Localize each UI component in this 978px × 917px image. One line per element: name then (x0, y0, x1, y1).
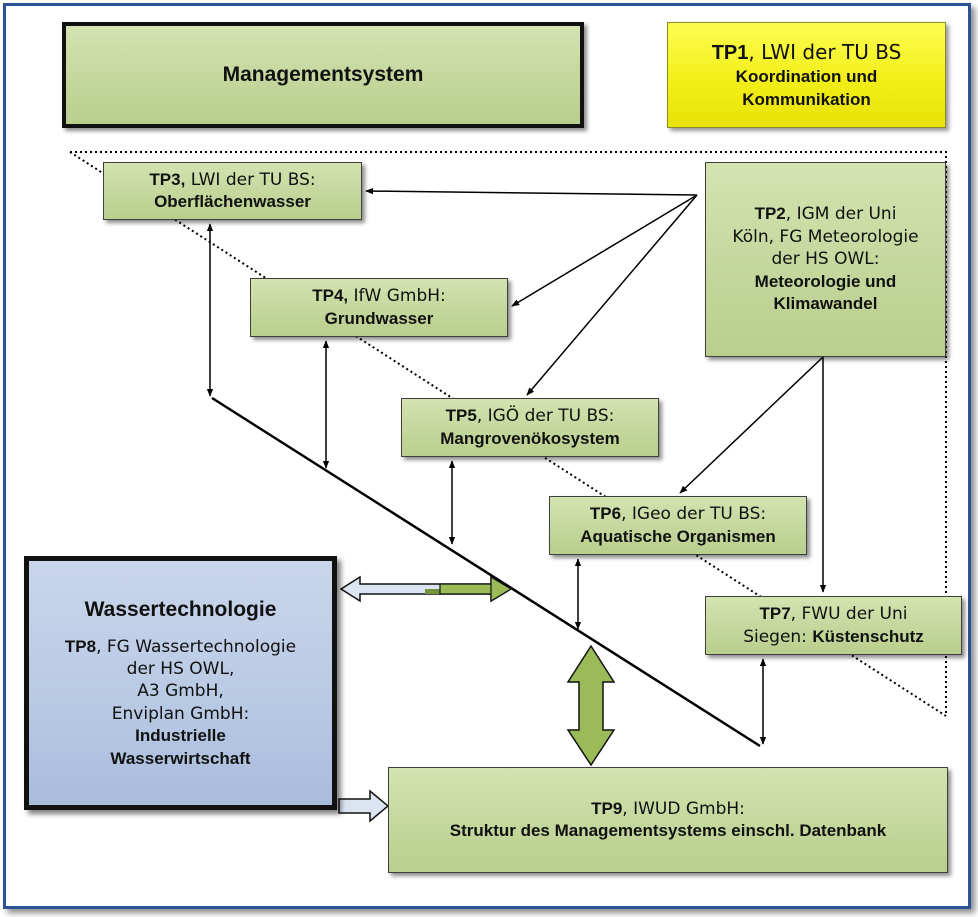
tp8-institution-line1: , FG Wassertechnologie (96, 636, 297, 657)
tp4-header: TP4, IfW GmbH: (312, 285, 446, 307)
tp8-header: TP8, FG Wassertechnologie (65, 636, 296, 658)
tp1-header: TP1, LWI der TU BS (712, 39, 902, 66)
tp8-institution-line2: der HS OWL, (126, 658, 235, 679)
arrow-tp2-to-tp5 (526, 194, 698, 396)
vertical-double-arrow-green (566, 644, 616, 767)
arrow-tp2-to-tp4 (511, 194, 698, 307)
tp7-line2: Siegen: Küstenschutz (743, 626, 924, 648)
tp2-institution-line1: , IGM der Uni (785, 204, 897, 225)
tp8-code: TP8 (64, 636, 97, 656)
tp1-topic-line1: Koordination und (735, 67, 878, 87)
tp7-topic: Küstenschutz (812, 626, 924, 646)
tp6-box: TP6, IGeo der TU BS: Aquatische Organism… (549, 496, 807, 555)
tp4-institution: IfW GmbH: (348, 286, 446, 307)
arrow-tp8-to-tp9 (338, 789, 390, 823)
tp8-box: Wassertechnologie TP8, FG Wassertechnolo… (24, 556, 337, 810)
tp9-topic: Struktur des Managementsystems einschl. … (449, 821, 887, 840)
tp9-header: TP9, IWUD GmbH: (591, 798, 745, 820)
tp1-code: TP1 (711, 41, 749, 64)
tp7-institution-line1: , FWU der Uni (790, 604, 908, 625)
tp2-institution-line2: Köln, FG Meteorologie (732, 226, 919, 247)
tp2-code: TP2 (754, 204, 786, 224)
tp6-code: TP6 (589, 504, 622, 524)
tp6-topic: Aquatische Organismen (580, 526, 776, 546)
tp2-topic-line1: Meteorologie und (754, 271, 897, 291)
tp5-institution: , IGÖ der TU BS: (476, 406, 615, 427)
tp8-title: Wassertechnologie (84, 597, 277, 621)
tp5-header: TP5, IGÖ der TU BS: (446, 405, 615, 427)
tp1-box: TP1, LWI der TU BS Koordination und Komm… (667, 22, 946, 128)
double-arrow-green-head (439, 575, 513, 603)
tp1-topic-line2: Kommunikation (742, 89, 871, 109)
tp6-institution: , IGeo der TU BS: (621, 504, 767, 525)
tp7-code: TP7 (759, 604, 791, 624)
tp9-institution: , IWUD GmbH: (622, 798, 745, 819)
tp8-topic-line2: Wasserwirtschaft (110, 748, 251, 768)
tp3-code: TP3, (149, 169, 186, 189)
arrow-tp2-to-tp3 (365, 187, 698, 196)
tp4-box: TP4, IfW GmbH: Grundwasser (250, 278, 508, 337)
tp2-topic-line2: Klimawandel (773, 294, 878, 314)
tp8-institution-line3: A3 GmbH, (137, 681, 224, 702)
tp4-code: TP4, (312, 286, 349, 306)
tp2-box: TP2, IGM der Uni Köln, FG Meteorologie d… (705, 162, 946, 357)
management-system-box: Managementsystem (62, 22, 584, 128)
tp3-institution: LWI der TU BS: (185, 169, 316, 190)
tp5-box: TP5, IGÖ der TU BS: Mangrovenökosystem (401, 398, 659, 457)
tp9-code: TP9 (591, 798, 623, 818)
tp8-topic-line1: Industrielle (135, 726, 226, 746)
tp1-institution: , LWI der TU BS (748, 39, 902, 64)
tp2-institution-line3: der HS OWL: (771, 249, 880, 270)
tp7-box: TP7, FWU der Uni Siegen: Küstenschutz (705, 596, 962, 655)
tp5-code: TP5 (445, 406, 477, 426)
tp9-box: TP9, IWUD GmbH: Struktur des Managements… (388, 767, 948, 873)
main-diagonal-line (211, 396, 761, 748)
tp8-institution-line4: Enviplan GmbH: (111, 703, 250, 724)
tp3-box: TP3, LWI der TU BS: Oberflächenwasser (103, 162, 362, 220)
tp3-topic: Oberflächenwasser (154, 192, 311, 211)
tp4-topic: Grundwasser (324, 308, 434, 328)
tp5-topic: Mangrovenökosystem (440, 428, 620, 448)
arrow-tp2-to-tp6 (679, 356, 824, 494)
management-system-title: Managementsystem (222, 63, 424, 87)
tp2-header: TP2, IGM der Uni (755, 203, 897, 225)
dotted-region-border (70, 151, 947, 716)
tp6-header: TP6, IGeo der TU BS: (590, 503, 766, 525)
tp7-institution-line2: Siegen: (743, 626, 813, 647)
tp3-header: TP3, LWI der TU BS: (149, 169, 315, 191)
tp7-header: TP7, FWU der Uni (759, 603, 907, 625)
